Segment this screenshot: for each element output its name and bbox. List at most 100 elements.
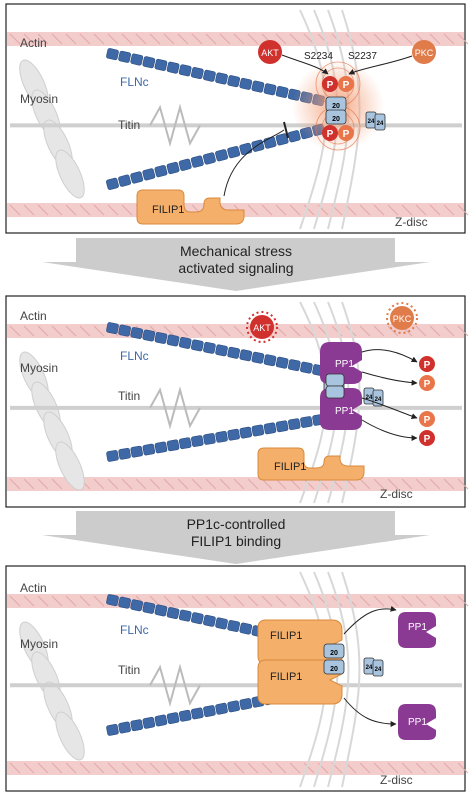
actin-stripe bbox=[359, 478, 371, 490]
actin-stripe bbox=[205, 478, 217, 490]
flnc-ig-domain bbox=[239, 349, 253, 362]
flnc-ig-domain bbox=[118, 324, 131, 337]
p-site bbox=[338, 125, 354, 141]
pp1-label: PP1 bbox=[408, 717, 427, 728]
flnc-ig-domain bbox=[190, 612, 204, 625]
actin-stripe bbox=[135, 478, 147, 490]
flnc-ig-domain bbox=[166, 439, 180, 452]
flnc-ig-domain bbox=[118, 174, 132, 187]
flnc-upper-filament bbox=[106, 322, 325, 377]
actin-stripe bbox=[429, 204, 441, 216]
actin-stripe bbox=[303, 325, 315, 337]
flnc-ig-domain bbox=[106, 177, 119, 190]
panel-filip1-binding: Actin Myosin Titin FLNc Z-disc FILIP1 FI… bbox=[5, 565, 469, 792]
akt-arrow bbox=[281, 54, 329, 75]
actin-stripe bbox=[401, 33, 413, 45]
actin-stripe bbox=[51, 762, 63, 774]
actin-stripe bbox=[219, 478, 231, 490]
released-phosphates: P P P P bbox=[419, 356, 435, 446]
actin-stripe bbox=[163, 325, 175, 337]
flnc-ig-domain bbox=[227, 700, 240, 713]
flnc-ig-domain bbox=[251, 424, 265, 437]
actin-stripe bbox=[387, 204, 399, 216]
actin-stripe bbox=[79, 595, 91, 607]
actin-stripe bbox=[37, 762, 49, 774]
actin-label: Actin bbox=[20, 581, 47, 595]
domain-24-label: 24 bbox=[368, 119, 375, 125]
actin-stripe bbox=[93, 762, 105, 774]
actin-stripe bbox=[107, 204, 119, 216]
actin-stripe bbox=[23, 204, 35, 216]
pkc-kinase: PKC bbox=[412, 40, 436, 64]
panel-phosphorylated: Actin Myosin Titin FLNc Z-disc 20 20 24 … bbox=[5, 3, 469, 234]
actin-stripe bbox=[37, 478, 49, 490]
actin-stripe bbox=[289, 204, 301, 216]
flnc-ig-domain bbox=[203, 705, 216, 717]
flnc-ig-domain bbox=[251, 80, 265, 93]
actin-stripe bbox=[177, 325, 189, 337]
flnc-ig-domain bbox=[190, 339, 204, 352]
actin-stripe bbox=[261, 762, 273, 774]
actin-stripe bbox=[429, 595, 441, 607]
actin-stripe bbox=[219, 762, 231, 774]
flnc-label: FLNc bbox=[120, 75, 149, 89]
flnc-ig-domain bbox=[300, 416, 313, 428]
myosin-label: Myosin bbox=[20, 361, 58, 375]
actin-stripe bbox=[79, 33, 91, 45]
actin-stripe bbox=[9, 762, 21, 774]
actin-stripe bbox=[359, 325, 371, 337]
actin-stripe bbox=[149, 595, 161, 607]
site-s2237-label: S2237 bbox=[348, 51, 377, 62]
flnc-ig-domain bbox=[118, 50, 131, 63]
actin-stripe bbox=[247, 595, 259, 607]
actin-stripe bbox=[457, 204, 469, 216]
transition-1-line-2: activated signaling bbox=[178, 260, 293, 276]
actin-stripe bbox=[261, 204, 273, 216]
domain-20-label: 20 bbox=[332, 103, 340, 110]
domain-20-label: 20 bbox=[332, 116, 340, 123]
p-label: P bbox=[327, 80, 334, 91]
pp1-lower: PP1 bbox=[320, 388, 362, 430]
pp1-label: PP1 bbox=[408, 622, 427, 633]
pp1-released-lower: PP1 bbox=[398, 704, 436, 740]
dimer-domains: 20 20 24 24 bbox=[325, 96, 386, 131]
actin-stripe bbox=[457, 478, 469, 490]
flnc-ig-domain bbox=[239, 698, 253, 710]
actin-stripe bbox=[331, 325, 343, 337]
actin-stripe bbox=[51, 33, 63, 45]
domain-24-b bbox=[374, 113, 386, 131]
actin-stripe bbox=[415, 762, 427, 774]
flnc-ig-domain bbox=[263, 83, 277, 96]
actin-stripe bbox=[23, 595, 35, 607]
actin-stripe bbox=[289, 478, 301, 490]
flnc-ig-domain bbox=[106, 450, 119, 462]
actin-stripe bbox=[457, 762, 469, 774]
actin-stripe bbox=[373, 33, 385, 45]
actin-stripe bbox=[9, 325, 21, 337]
flnc-ig-domain bbox=[227, 75, 241, 88]
actin-stripe bbox=[233, 762, 245, 774]
actin-stripe bbox=[163, 595, 175, 607]
panel-dephosphorylation: Actin Myosin Titin FLNc Z-disc AKT PKC 2… bbox=[5, 295, 469, 508]
myosin-label: Myosin bbox=[20, 637, 58, 651]
actin-label: Actin bbox=[20, 309, 47, 323]
actin-stripe bbox=[219, 325, 231, 337]
flnc-ig-domain bbox=[118, 447, 131, 460]
flnc-ig-domain bbox=[287, 418, 301, 431]
actin-stripe bbox=[289, 325, 301, 337]
pkc-kinase-active: PKC bbox=[386, 302, 418, 334]
actin-stripe bbox=[107, 762, 119, 774]
flnc-ig-domain bbox=[275, 86, 289, 98]
actin-stripe bbox=[401, 595, 413, 607]
flnc-ig-domain bbox=[203, 614, 216, 627]
actin-stripe bbox=[345, 762, 357, 774]
actin-stripe bbox=[415, 204, 427, 216]
actin-stripe bbox=[9, 33, 21, 45]
p-site bbox=[338, 76, 354, 92]
actin-stripe bbox=[205, 325, 217, 337]
actin-stripe bbox=[443, 595, 455, 607]
actin-stripe bbox=[93, 204, 105, 216]
flnc-ig-domain bbox=[130, 445, 143, 458]
actin-stripe bbox=[233, 595, 245, 607]
